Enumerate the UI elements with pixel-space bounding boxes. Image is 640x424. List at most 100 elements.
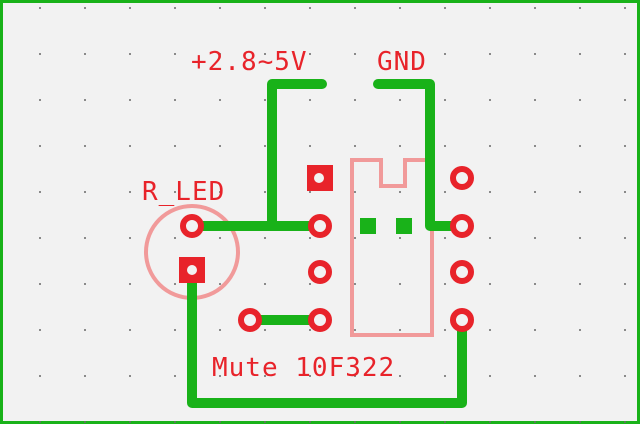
grid-dot: [624, 329, 626, 331]
grid-dot: [489, 7, 491, 9]
pad-square-led-hole: [187, 265, 197, 275]
grid-dot: [624, 375, 626, 377]
grid-dot: [129, 375, 131, 377]
grid-dot: [399, 375, 401, 377]
grid-dot: [444, 283, 446, 285]
grid-dot: [489, 375, 491, 377]
grid-dot: [129, 99, 131, 101]
trace-gnd: [373, 79, 467, 231]
grid-dot: [84, 99, 86, 101]
grid-dot: [264, 145, 266, 147]
pad-left-4: [308, 308, 332, 332]
grid-dot: [309, 99, 311, 101]
grid-dot: [624, 283, 626, 285]
grid-dot: [309, 329, 311, 331]
grid-dot: [354, 375, 356, 377]
grid-dot: [624, 421, 626, 423]
grid-dot: [219, 329, 221, 331]
grid-dot: [39, 329, 41, 331]
grid-dot: [264, 191, 266, 193]
chip-pad-right: [396, 218, 412, 234]
chip-outline: [350, 158, 434, 337]
trace-led-return: [187, 265, 467, 408]
label-ground: GND: [377, 47, 427, 77]
grid-dot: [579, 99, 581, 101]
grid-dot: [354, 237, 356, 239]
grid-dot: [39, 191, 41, 193]
grid-dot: [84, 283, 86, 285]
grid-dot: [534, 329, 536, 331]
grid-dot: [84, 145, 86, 147]
grid-dot: [264, 99, 266, 101]
grid-dot: [174, 7, 176, 9]
grid-dot: [624, 99, 626, 101]
grid-dot: [534, 99, 536, 101]
grid-dot: [84, 7, 86, 9]
pad-right-4: [450, 308, 474, 332]
grid-dot: [219, 145, 221, 147]
grid-dot: [579, 191, 581, 193]
pad-left-2: [308, 214, 332, 238]
grid-dot: [399, 99, 401, 101]
grid-dot: [399, 191, 401, 193]
grid-dot: [174, 283, 176, 285]
grid-dot: [129, 145, 131, 147]
grid-dot: [39, 283, 41, 285]
traces: [187, 79, 467, 408]
grid-dot: [624, 237, 626, 239]
grid-dot: [219, 375, 221, 377]
grid-dot: [174, 237, 176, 239]
grid-dot: [264, 53, 266, 55]
grid-dot: [309, 237, 311, 239]
grid-dot: [579, 237, 581, 239]
trace-vcc: [187, 79, 327, 231]
grid-dot: [39, 53, 41, 55]
grid-dot: [84, 237, 86, 239]
grid-dot: [264, 283, 266, 285]
grid-dot: [534, 7, 536, 9]
grid-dot: [84, 421, 86, 423]
pad-mute: [238, 308, 262, 332]
grid-dot: [579, 421, 581, 423]
grid-dot: [219, 53, 221, 55]
grid-dot: [579, 375, 581, 377]
grid-dot: [444, 375, 446, 377]
grid-dot: [354, 7, 356, 9]
grid-dot: [489, 283, 491, 285]
grid-dot: [489, 237, 491, 239]
grid-dot: [264, 375, 266, 377]
grid-dot: [39, 237, 41, 239]
grid-dot: [444, 237, 446, 239]
grid-dot: [39, 375, 41, 377]
grid-dot: [39, 99, 41, 101]
label-resistor: R_LED: [142, 177, 225, 207]
grid-dot: [354, 329, 356, 331]
grid-dot: [309, 421, 311, 423]
grid-dot: [309, 283, 311, 285]
grid-dot: [129, 7, 131, 9]
grid-dot: [84, 53, 86, 55]
chip-pad-left: [360, 218, 376, 234]
grid-dot: [174, 99, 176, 101]
grid-dot: [354, 421, 356, 423]
grid-dot: [174, 421, 176, 423]
grid-dot: [579, 7, 581, 9]
grid-dot: [309, 375, 311, 377]
grid-dot: [84, 375, 86, 377]
grid-dot: [354, 53, 356, 55]
grid-dot: [219, 237, 221, 239]
grid-dot: [534, 53, 536, 55]
grid-dot: [444, 421, 446, 423]
grid-dot: [264, 329, 266, 331]
grid-dot: [444, 53, 446, 55]
grid-dot: [444, 7, 446, 9]
grid-dot: [309, 53, 311, 55]
grid-dot: [39, 7, 41, 9]
grid-dot: [534, 191, 536, 193]
pad-right-1: [450, 166, 474, 190]
grid-dot: [399, 53, 401, 55]
grid-dot: [174, 329, 176, 331]
grid-dot: [489, 99, 491, 101]
grid-dot: [444, 329, 446, 331]
grid-dot: [39, 421, 41, 423]
